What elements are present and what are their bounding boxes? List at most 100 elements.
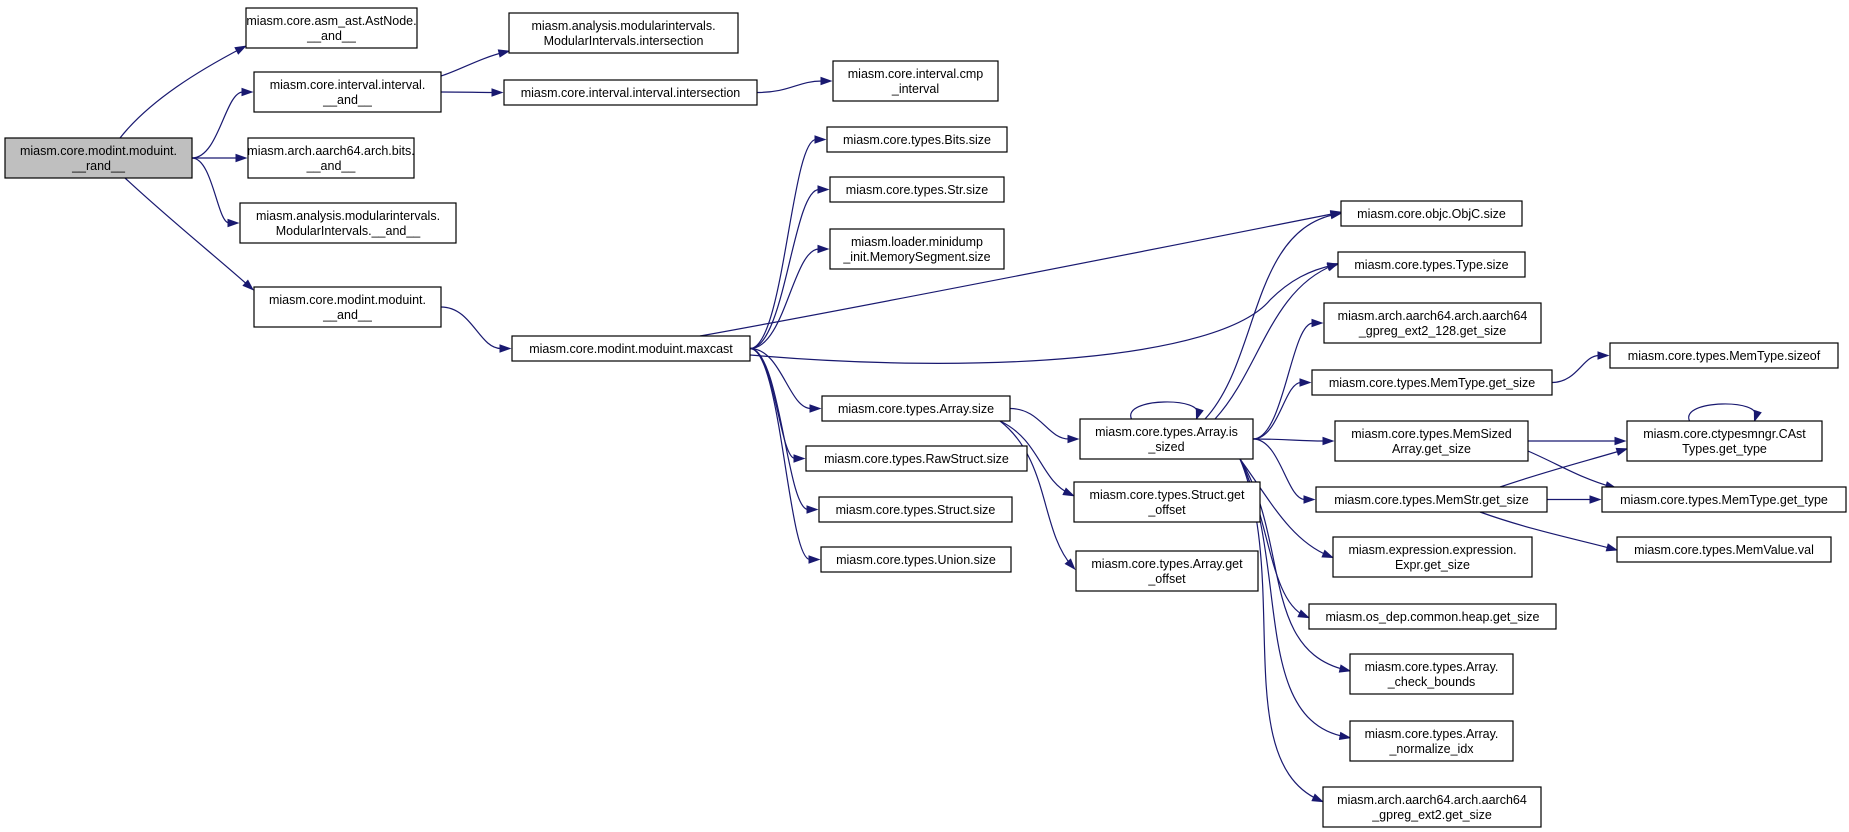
edge-is_sized-to-type_size xyxy=(1214,262,1340,420)
node-label: miasm.os_dep.common.heap.get_size xyxy=(1325,610,1539,624)
edge-rand-to-bits_and xyxy=(191,153,248,163)
edge-is_sized-to-is_sized xyxy=(1130,401,1204,421)
node-label: _normalize_idx xyxy=(1388,742,1474,756)
node-label: miasm.core.modint.moduint. xyxy=(269,293,426,307)
node-check-bounds[interactable]: miasm.core.types.Array._check_bounds xyxy=(1349,653,1514,695)
node-rawstruct-size[interactable]: miasm.core.types.RawStruct.size xyxy=(805,445,1028,472)
node-box xyxy=(805,445,1028,472)
node-label: _offset xyxy=(1147,503,1186,517)
node-box xyxy=(1075,550,1259,592)
node-box xyxy=(1337,251,1526,278)
node-box xyxy=(820,546,1012,573)
node-modint-and-mi[interactable]: miasm.analysis.modularintervals.ModularI… xyxy=(239,202,457,244)
node-label: miasm.core.types.Array. xyxy=(1365,660,1499,674)
edge-array_size-to-is_sized xyxy=(1009,407,1080,444)
node-label: miasm.core.types.Array. xyxy=(1365,727,1499,741)
node-box xyxy=(818,496,1013,523)
node-bits-size[interactable]: miasm.core.types.Bits.size xyxy=(826,126,1008,153)
node-normalize-idx[interactable]: miasm.core.types.Array._normalize_idx xyxy=(1349,720,1514,762)
edge-memtype_get_size-to-sizeof xyxy=(1551,351,1610,384)
edge-maxcast-to-struct_size xyxy=(749,347,819,514)
node-cmp-interval[interactable]: miasm.core.interval.cmp_interval xyxy=(832,60,999,102)
node-label: _interval xyxy=(891,82,939,96)
node-memtype-get-size[interactable]: miasm.core.types.MemType.get_size xyxy=(1311,369,1553,396)
node-label: miasm.core.modint.moduint. xyxy=(20,144,177,158)
node-label: miasm.core.interval.interval. xyxy=(270,78,426,92)
node-struct-get-offset[interactable]: miasm.core.types.Struct.get_offset xyxy=(1073,481,1261,523)
node-box xyxy=(1311,369,1553,396)
node-label: ModularIntervals.__and__ xyxy=(276,224,422,238)
node-objc-size[interactable]: miasm.core.objc.ObjC.size xyxy=(1340,200,1523,227)
node-label: miasm.analysis.modularintervals. xyxy=(531,19,715,33)
node-gpreg-ext2[interactable]: miasm.arch.aarch64.arch.aarch64_gpreg_ex… xyxy=(1322,786,1542,828)
node-label: miasm.core.types.MemValue.val xyxy=(1634,543,1814,557)
node-memseg-size[interactable]: miasm.loader.minidump_init.MemorySegment… xyxy=(829,228,1005,270)
node-array-size[interactable]: miasm.core.types.Array.size xyxy=(821,395,1011,422)
edge-array_size-to-struct_get_offset xyxy=(999,420,1075,497)
edge-memsizedarray-to-cast_get_type xyxy=(1528,436,1627,446)
edge-memstr_get_size-to-memtype_get_type xyxy=(1547,495,1602,504)
node-label: miasm.core.ctypesmngr.CAst xyxy=(1643,427,1806,441)
node-ast-and[interactable]: miasm.core.asm_ast.AstNode.__and__ xyxy=(245,7,418,49)
edge-interval_and-to-interval_intersection xyxy=(440,88,504,97)
node-memtype-get-type[interactable]: miasm.core.types.MemType.get_type xyxy=(1601,486,1847,513)
node-expr-get-size[interactable]: miasm.expression.expression.Expr.get_siz… xyxy=(1332,536,1533,578)
node-label: miasm.core.types.Struct.size xyxy=(836,503,996,517)
node-interval-and[interactable]: miasm.core.interval.interval.__and__ xyxy=(253,71,442,113)
node-sizeof[interactable]: miasm.core.types.MemType.sizeof xyxy=(1609,342,1839,369)
node-box xyxy=(4,137,193,179)
node-struct-size[interactable]: miasm.core.types.Struct.size xyxy=(818,496,1013,523)
node-box xyxy=(1349,653,1514,695)
node-bits-and[interactable]: miasm.arch.aarch64.arch.bits.__and__ xyxy=(247,137,415,179)
node-label: miasm.expression.expression. xyxy=(1348,543,1516,557)
node-label: _offset xyxy=(1147,572,1186,586)
edge-is_sized-to-memtype_get_size xyxy=(1252,378,1312,440)
node-box xyxy=(832,60,999,102)
edge-memstr_get_size-to-cast_get_type xyxy=(1499,447,1629,488)
node-box xyxy=(1349,720,1514,762)
edge-memstr_get_size-to-memvalue_val xyxy=(1479,511,1619,552)
node-box xyxy=(821,395,1011,422)
node-box xyxy=(1626,420,1823,462)
node-interval-intersection[interactable]: miasm.core.interval.interval.intersectio… xyxy=(503,79,758,106)
edge-cast_get_type-to-cast_get_type xyxy=(1688,403,1762,423)
node-memstr-get-size[interactable]: miasm.core.types.MemStr.get_size xyxy=(1315,486,1548,513)
node-str-size[interactable]: miasm.core.types.Str.size xyxy=(829,176,1005,203)
node-box xyxy=(245,7,418,49)
edges-layer xyxy=(119,45,1762,803)
edge-maxcast-to-union_size xyxy=(749,347,821,564)
node-label: miasm.core.types.MemType.get_size xyxy=(1329,376,1535,390)
node-label: miasm.core.types.MemStr.get_size xyxy=(1334,493,1529,507)
node-label: Types.get_type xyxy=(1682,442,1767,456)
node-box xyxy=(253,71,442,113)
edge-rand-to-interval_and xyxy=(191,87,254,159)
node-box xyxy=(1616,536,1832,563)
node-label: miasm.core.types.Array.get xyxy=(1091,557,1243,571)
node-moduint-and[interactable]: miasm.core.modint.moduint.__and__ xyxy=(253,286,442,328)
node-type-size[interactable]: miasm.core.types.Type.size xyxy=(1337,251,1526,278)
node-rand[interactable]: miasm.core.modint.moduint.__rand__ xyxy=(4,137,193,179)
node-label: _sized xyxy=(1147,440,1184,454)
node-label: _gpreg_ext2_128.get_size xyxy=(1358,324,1506,338)
node-box xyxy=(1315,486,1548,513)
node-memvalue-val[interactable]: miasm.core.types.MemValue.val xyxy=(1616,536,1832,563)
node-label: __and__ xyxy=(322,93,373,107)
node-box xyxy=(1079,418,1254,460)
node-array-get-offset[interactable]: miasm.core.types.Array.get_offset xyxy=(1075,550,1259,592)
edge-is_sized-to-memsizedarray xyxy=(1252,436,1335,446)
node-is-sized[interactable]: miasm.core.types.Array.is_sized xyxy=(1079,418,1254,460)
node-maxcast[interactable]: miasm.core.modint.moduint.maxcast xyxy=(511,335,751,362)
node-union-size[interactable]: miasm.core.types.Union.size xyxy=(820,546,1012,573)
node-box xyxy=(826,126,1008,153)
node-label: __and__ xyxy=(306,29,357,43)
node-box xyxy=(503,79,758,106)
node-box xyxy=(1322,786,1542,828)
node-label: Array.get_size xyxy=(1392,442,1471,456)
node-box xyxy=(1609,342,1839,369)
node-mi-intersection[interactable]: miasm.analysis.modularintervals.ModularI… xyxy=(508,12,739,54)
node-heap-get-size[interactable]: miasm.os_dep.common.heap.get_size xyxy=(1308,603,1557,630)
node-gpreg128[interactable]: miasm.arch.aarch64.arch.aarch64_gpreg_ex… xyxy=(1323,302,1542,344)
